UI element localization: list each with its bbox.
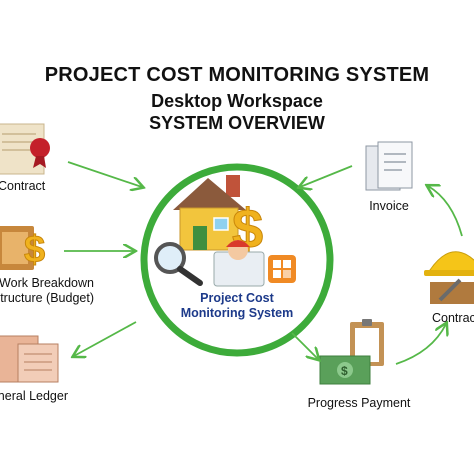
arrow-center-to-ledger <box>74 321 137 356</box>
wbs-budget-folder-icon: $ <box>0 226 46 272</box>
diagram-subtitle: Desktop Workspace <box>151 91 323 111</box>
arrow-contractor-to-invoice <box>428 186 463 237</box>
arrow-invoice-to-center <box>300 165 353 187</box>
invoice-papers-icon <box>365 141 413 191</box>
node-contract-label: Contract <box>0 179 46 193</box>
center-title-line-1: Project Cost <box>200 291 274 305</box>
center-house-icon <box>173 175 246 251</box>
diagram-subtitle-2: SYSTEM OVERVIEW <box>149 113 325 133</box>
node-contractor-label: Contractor <box>432 311 474 325</box>
node-wbs-label-line-2: Structure (Budget) <box>0 291 94 305</box>
contract-document-seal-icon <box>0 123 50 175</box>
center-magnifier-icon <box>154 242 203 286</box>
node-invoice-label: Invoice <box>369 199 409 213</box>
center-worker-icon <box>213 240 265 287</box>
center-title-line-2: Monitoring System <box>180 306 294 320</box>
contractor-hardhat-icon <box>424 251 474 304</box>
node-wbs-label: Work Breakdown Structure (Budget) <box>0 276 94 306</box>
svg-text:$: $ <box>24 229 45 271</box>
arrow-payment-to-contractor <box>395 324 446 365</box>
arrow-center-to-payment <box>291 332 318 359</box>
center-grid-icon <box>268 255 296 283</box>
arrow-contract-to-center <box>67 161 142 187</box>
node-ledger-label: General Ledger <box>0 389 68 403</box>
node-wbs-label-line-1: Work Breakdown <box>0 276 94 290</box>
diagram-title: PROJECT COST MONITORING SYSTEM <box>44 64 430 86</box>
ledger-books-icon <box>0 335 59 383</box>
progress-payment-money-icon: $ <box>319 319 384 385</box>
svg-text:$: $ <box>341 364 348 378</box>
node-payment-label: Progress Payment <box>307 396 411 410</box>
